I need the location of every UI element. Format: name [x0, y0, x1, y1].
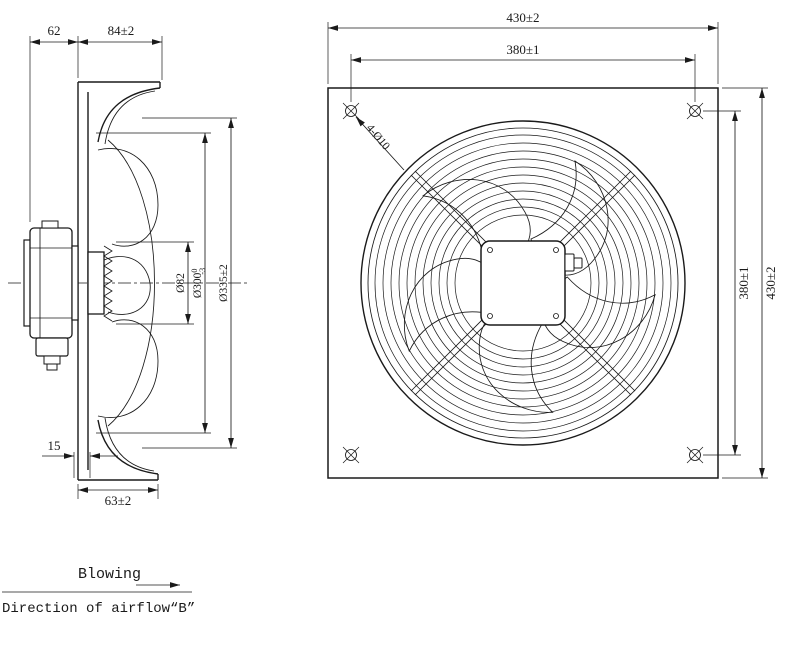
dim-fan-dia-lower-tol: -3: [198, 268, 207, 275]
dim-flange-lip: 15: [42, 438, 118, 478]
corner-hole-bottom-left: [342, 446, 360, 464]
dim-bottom-depth: 63±2: [77, 484, 159, 508]
dim-hub-dia: Ø82: [116, 241, 194, 325]
dim-flange-lip-label: 15: [48, 438, 61, 453]
dim-hole-spacing-v: 380±1: [703, 110, 751, 456]
dim-motor-depth-label: 62: [48, 23, 61, 38]
dim-fan-dia-label: Ø3000-3: [190, 268, 207, 298]
motor: [23, 220, 79, 339]
dim-plate-width-label: 430±2: [506, 10, 539, 25]
hub: [87, 251, 105, 315]
dim-hole-spacing-h: 380±1: [350, 42, 696, 102]
terminal-box: [35, 337, 69, 371]
front-view: 430±2 380±1 380±1 430±2 4-Ø10: [327, 10, 778, 479]
dim-fan-dia-main: Ø300: [192, 272, 204, 298]
dim-hole-spacing-v-label: 380±1: [736, 266, 751, 299]
dim-plate-height-label: 430±2: [763, 266, 778, 299]
dim-front-depth-label: 84±2: [108, 23, 135, 38]
direction-label: Direction of airflow“B”: [2, 601, 195, 617]
dim-motor-depth: 62: [29, 23, 79, 222]
dim-plate-height: 430±2: [722, 87, 778, 479]
corner-hole-bottom-right: [686, 446, 704, 464]
airflow-note: Blowing Direction of airflow“B”: [2, 566, 195, 617]
guard-rings: [360, 120, 686, 446]
dim-bell-dia: Ø335±2: [142, 117, 237, 449]
dim-hub-dia-label: Ø82: [175, 273, 187, 293]
corner-holes: [342, 102, 704, 464]
dim-hole-spacing-h-label: 380±1: [506, 42, 539, 57]
dim-fan-dia: Ø3000-3: [96, 132, 211, 434]
bell-mouth-top: [97, 82, 161, 145]
dim-front-depth: 84±2: [78, 23, 163, 80]
blade-root-serration: [103, 245, 113, 322]
side-view: 62 84±2 Ø82 Ø3000-3 Ø335±2: [8, 23, 250, 508]
junction-box: [480, 240, 566, 326]
dim-fan-dia-upper-tol: 0: [190, 269, 199, 273]
dim-bell-dia-label: Ø335±2: [218, 264, 230, 302]
blowing-label: Blowing: [78, 566, 141, 583]
dim-bottom-depth-label: 63±2: [105, 493, 132, 508]
corner-hole-top-left: [342, 102, 360, 120]
impeller-side: [97, 139, 159, 427]
corner-hole-top-right: [686, 102, 704, 120]
cable-gland: [564, 253, 583, 272]
bell-mouth-bottom: [97, 417, 159, 480]
dim-plate-width: 430±2: [327, 10, 719, 84]
